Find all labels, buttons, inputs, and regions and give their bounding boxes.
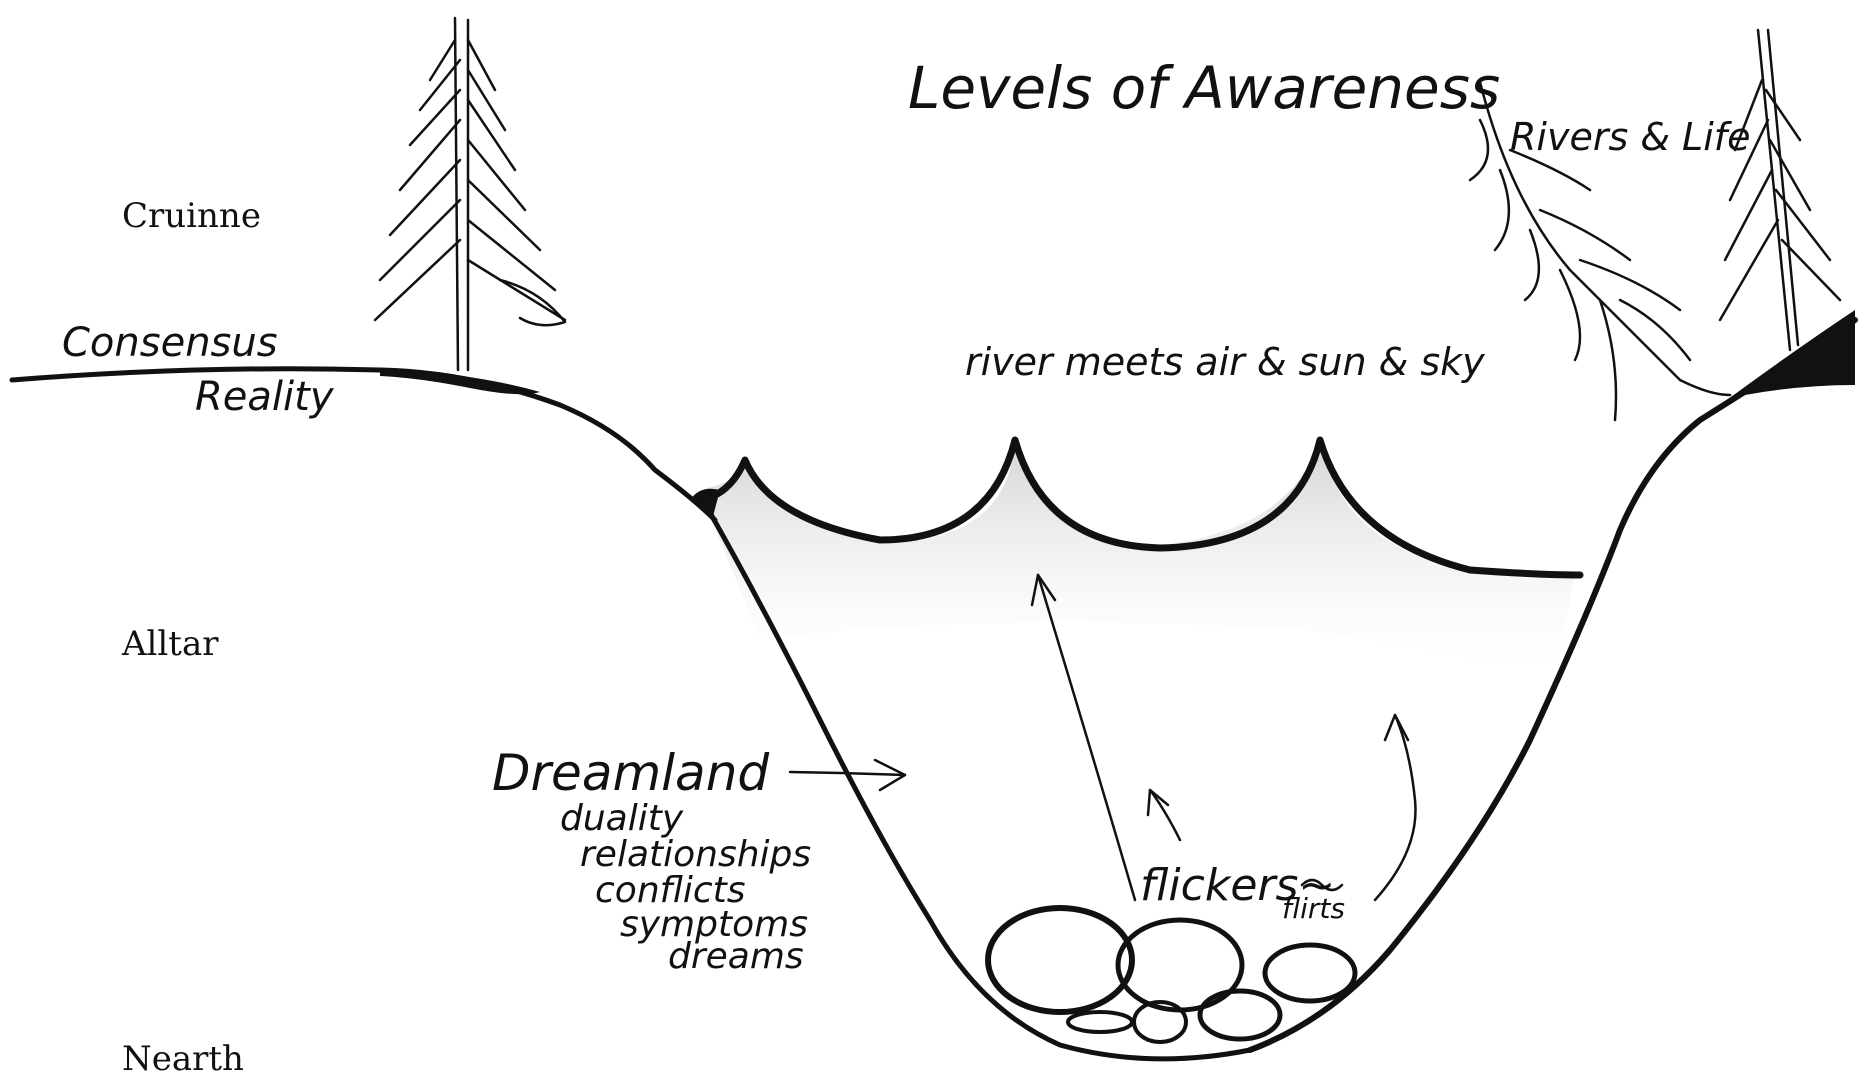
ground-right <box>1700 310 1855 420</box>
hill-shadow <box>380 370 540 394</box>
stone <box>1265 945 1355 1001</box>
stone <box>1200 991 1280 1039</box>
stone <box>1118 920 1242 1010</box>
ground-left <box>12 369 715 520</box>
level-label-bottom: Nearth <box>122 1039 244 1075</box>
flirts-arrow <box>1375 715 1416 900</box>
dreamland-item: dreams <box>668 936 804 977</box>
pine-tree-far-right <box>1720 30 1840 350</box>
stone <box>988 908 1132 1012</box>
stone <box>1068 1012 1132 1032</box>
dreamland-item: duality <box>560 798 684 839</box>
short-up-arrow <box>1150 790 1180 840</box>
valley-right-bank <box>1250 320 1855 1050</box>
river-stones <box>988 908 1355 1042</box>
pine-tree-left <box>375 18 565 370</box>
dreamland-label: Dreamland <box>492 744 769 802</box>
level-label-middle: Alltar <box>121 624 219 664</box>
dreamland-item: relationships <box>580 834 811 875</box>
level-label-top: Cruinne <box>122 196 261 236</box>
dreamland-list: duality relationships conflicts symptoms… <box>560 798 811 977</box>
diagram-subtitle: Rivers & Life <box>1510 115 1751 159</box>
diagram-title: Levels of Awareness <box>908 54 1500 122</box>
flirts-label: flirts <box>1282 892 1345 925</box>
long-up-arrow <box>1038 575 1135 900</box>
consensus-label: Consensus <box>62 320 278 366</box>
reality-label: Reality <box>195 374 335 420</box>
surface-label: river meets air & sun & sky <box>965 340 1485 384</box>
